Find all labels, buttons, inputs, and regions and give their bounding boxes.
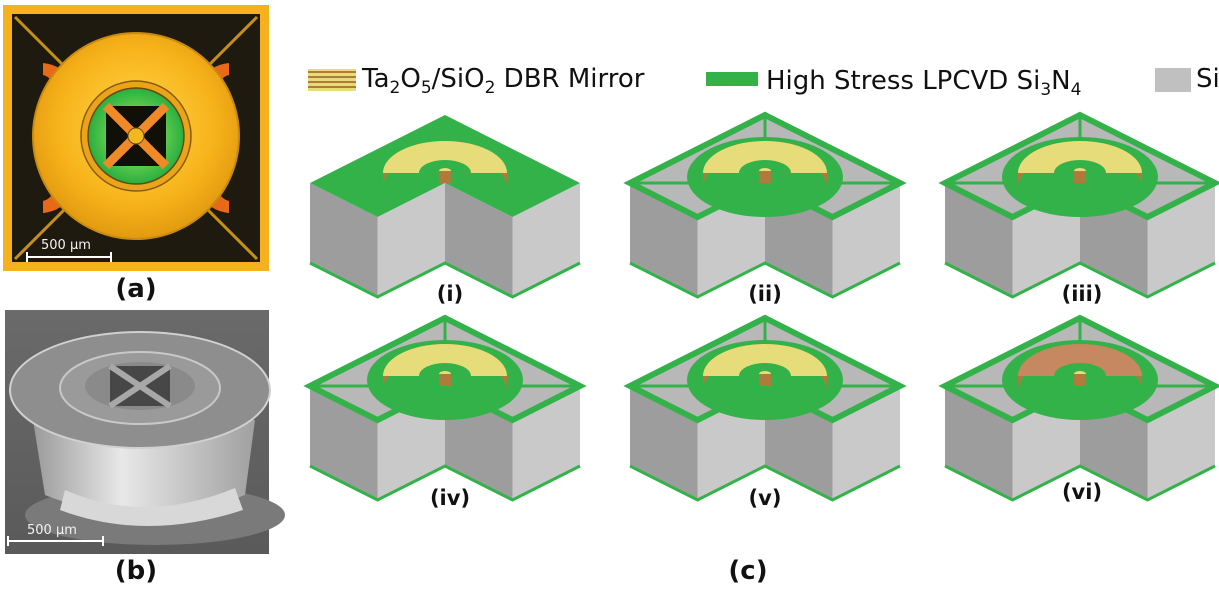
legend-label-dbr: Ta2O5/SiO2 DBR Mirror	[362, 64, 645, 98]
step-label-i: (i)	[436, 282, 464, 306]
scale-bar-label-b: 500 µm	[27, 523, 77, 538]
panel-label-b: (b)	[114, 556, 158, 586]
panel-label-c: (c)	[728, 556, 768, 586]
step-label-v: (v)	[748, 486, 782, 510]
legend-swatch-dbr	[308, 69, 356, 91]
scale-bar-label-a: 500 µm	[41, 238, 91, 253]
legend-swatches	[308, 68, 1191, 92]
legend: Ta2O5/SiO2 DBR Mirror High Stress LPCVD …	[0, 0, 1219, 110]
legend-swatch-silicon	[1155, 68, 1191, 92]
panel-a-micrograph: 500 µm	[3, 5, 269, 271]
panel-b-sem: 500 µm	[5, 310, 285, 554]
legend-swatch-nitride	[706, 72, 758, 86]
step-diagram-iii	[938, 111, 1219, 299]
legend-label-nitride: High Stress LPCVD Si3N4	[766, 66, 1082, 100]
step-label-ii: (ii)	[748, 282, 782, 306]
sem-image	[5, 310, 285, 554]
step-label-vi: (vi)	[1061, 480, 1103, 504]
step-diagram-vi	[938, 314, 1219, 502]
step-label-iii: (iii)	[1061, 282, 1103, 306]
step-diagram-iv	[303, 314, 587, 502]
step-label-iv: (iv)	[429, 486, 471, 510]
optical-micrograph-image	[3, 5, 269, 271]
step-diagram-v	[623, 314, 907, 502]
step-diagram-i	[309, 115, 581, 299]
step-diagram-ii	[623, 111, 907, 299]
legend-label-silicon: Si	[1196, 64, 1219, 94]
panel-label-a: (a)	[115, 274, 157, 304]
